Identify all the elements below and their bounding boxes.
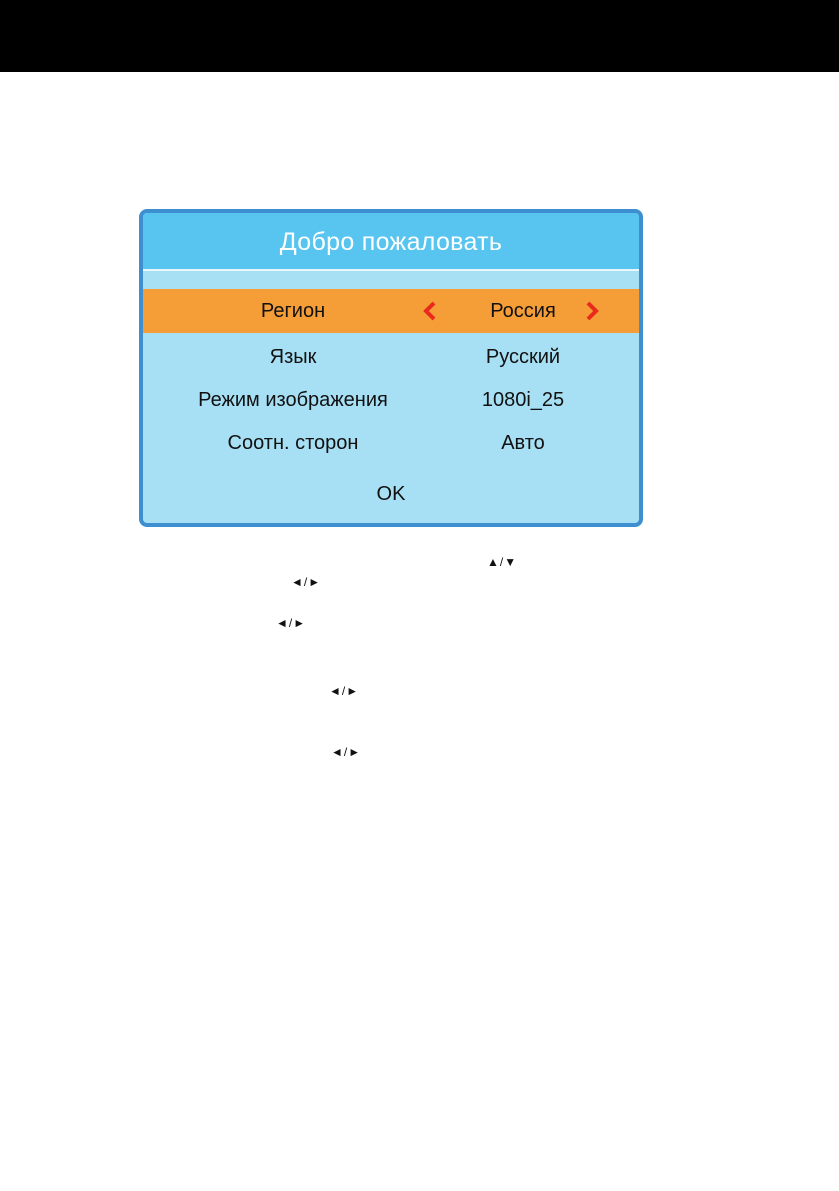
aspect-ratio-label: Соотн. сторон [227,432,359,454]
welcome-dialog: Добро пожаловать Регион Россия Язык Русс… [139,209,643,527]
ok-button[interactable]: OK [376,483,406,505]
language-value: Русский [485,346,561,368]
row-aspect-ratio[interactable]: Соотн. сторон Авто [143,421,639,465]
dialog-title: Добро пожаловать [143,213,639,269]
left-right-keys-hint: ◄/► [331,745,362,759]
header-divider [143,269,639,271]
region-label: Регион [260,300,326,322]
left-right-keys-hint: ◄/► [329,684,360,698]
row-region[interactable]: Регион Россия [143,289,639,333]
chevron-left-icon[interactable] [422,301,438,321]
up-down-keys-hint: ▲/▼ [487,555,518,569]
region-value: Россия [490,300,556,322]
row-language[interactable]: Язык Русский [143,335,639,379]
aspect-ratio-value: Авто [501,432,545,454]
chevron-right-icon[interactable] [584,301,600,321]
picture-mode-label: Режим изображения [198,389,388,411]
language-label: Язык [269,346,317,368]
left-right-keys-hint: ◄/► [291,575,322,589]
top-bar [0,0,839,72]
left-right-keys-hint: ◄/► [276,616,307,630]
row-picture-mode[interactable]: Режим изображения 1080i_25 [143,378,639,422]
picture-mode-value: 1080i_25 [481,389,565,411]
